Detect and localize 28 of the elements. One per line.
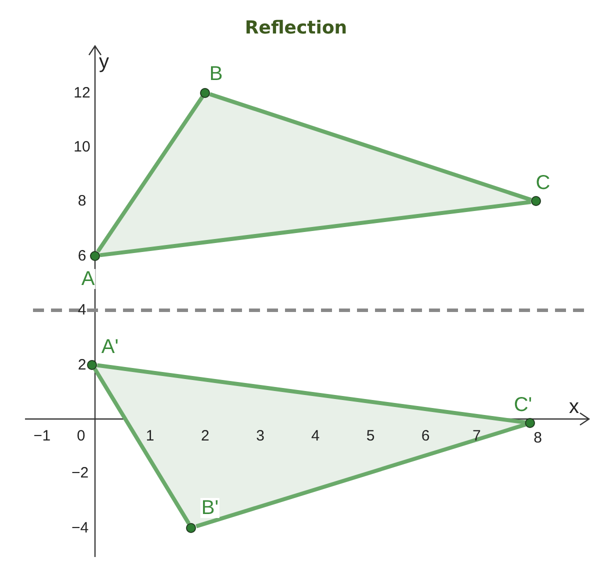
tick-label: 6: [78, 248, 86, 264]
tick-label: 4: [78, 302, 86, 318]
triangle-side: [96, 96, 204, 253]
axis-label: x: [569, 395, 579, 420]
tick-label: 8: [78, 194, 86, 209]
tick-label: 4: [311, 428, 320, 444]
tick-label: 8: [534, 430, 542, 446]
tick-label: 1: [146, 428, 154, 444]
tick-label: 2: [78, 357, 86, 372]
tick-label: 0: [76, 428, 86, 444]
tick-label: 10: [74, 140, 90, 154]
triangle-side: [209, 92, 532, 202]
tick-label: 2: [201, 428, 210, 444]
title: Reflection: [244, 16, 348, 40]
point-label: B': [200, 498, 220, 518]
tick-label: −1: [33, 428, 51, 444]
tick-label: 12: [74, 85, 90, 100]
triangle-side: [196, 422, 526, 528]
triangle-side: [93, 368, 191, 525]
tick-label: 3: [256, 428, 264, 444]
axis-label: y: [99, 50, 109, 75]
triangle-side: [100, 200, 532, 258]
point-label: A: [80, 269, 96, 289]
tick-label: 6: [421, 428, 430, 444]
tick-label: 5: [366, 428, 375, 444]
tick-label: −4: [71, 520, 89, 536]
tick-label: −2: [71, 466, 89, 481]
triangle-side: [96, 363, 526, 424]
